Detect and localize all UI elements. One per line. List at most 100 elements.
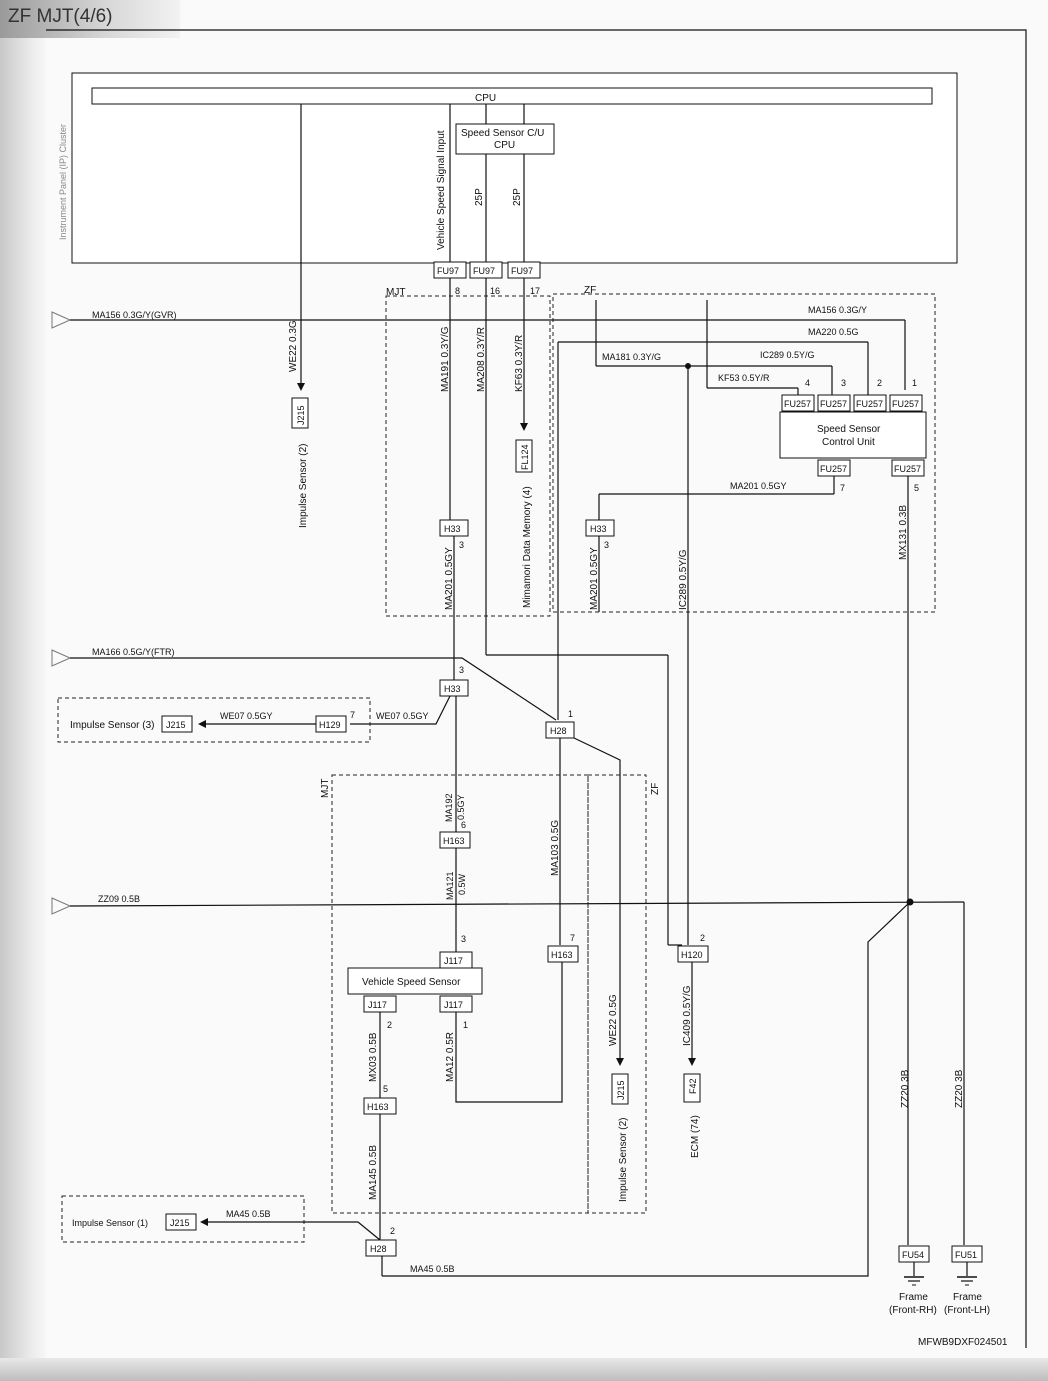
ic289-label: IC289 0.5Y/G (760, 350, 815, 360)
connector-h129 (315, 715, 347, 733)
connector-label: FU97 (511, 266, 533, 276)
impulse-sensor-3-label: Impulse Sensor (3) (70, 720, 154, 731)
connector-label: J117 (444, 956, 463, 966)
connector-h120 (677, 945, 709, 963)
pin-number: 17 (530, 286, 540, 296)
pin-25p-label: 25P (474, 188, 485, 206)
connector-label: FL124 (520, 444, 530, 470)
connector-label: J215 (170, 1218, 190, 1228)
ma208-label: MA208 0.3Y/R (476, 327, 487, 392)
connector-label: H163 (443, 836, 465, 846)
zz09-wire (69, 901, 965, 907)
connector-label: J215 (166, 720, 186, 730)
vss-label: Vehicle Speed Sensor (362, 977, 461, 988)
frame-label: Frame (953, 1292, 982, 1303)
connector-label: FU257 (856, 399, 883, 409)
connector-j215 (165, 1213, 197, 1231)
diagram-code: MFWB9DXF024501 (918, 1337, 1008, 1348)
ma201-vertical-label: MA201 0.5GY (589, 547, 600, 610)
pin-number: 2 (700, 933, 705, 943)
arrow-icon (688, 1058, 696, 1066)
we07-label: WE07 0.5GY (220, 711, 273, 721)
arrow-icon (297, 383, 305, 391)
connector-label: F42 (688, 1078, 698, 1094)
connector-j215 (161, 715, 193, 733)
impulse-sensor-1-label: Impulse Sensor (1) (72, 1218, 148, 1228)
connector-label: J117 (444, 1000, 463, 1010)
pin-number: 4 (805, 378, 810, 388)
speed-sensor-control-unit (779, 411, 927, 459)
ip-cluster-box (71, 72, 958, 264)
connector-h163 (547, 945, 579, 963)
mx03-label: MX03 0.5B (368, 1032, 379, 1082)
zz09-input-label: ZZ09 0.5B (98, 894, 140, 904)
connector-label: FU257 (784, 399, 811, 409)
connector-fu257 (817, 394, 851, 412)
ma181-label: MA181 0.3Y/G (602, 352, 661, 362)
connector-label: H33 (590, 524, 607, 534)
connector-f42 (683, 1073, 701, 1103)
zz20-label: ZZ20 3B (900, 1069, 911, 1108)
ma191-label: MA191 0.3Y/G (440, 326, 451, 392)
pin-number: 2 (877, 378, 882, 388)
zf-region (552, 293, 936, 613)
connector-arrow-icon (51, 649, 72, 667)
front-rh-label: (Front-RH) (889, 1305, 937, 1316)
mimamori-label: Mimamori Data Memory (4) (522, 486, 533, 608)
we07-label: WE07 0.5GY (376, 711, 429, 721)
connector-label: FU257 (894, 464, 921, 474)
impulse-sensor-3-region (57, 697, 371, 743)
pin-number: 16 (490, 286, 500, 296)
we22-wire (573, 737, 621, 1060)
scan-bottom-edge (0, 1358, 1048, 1381)
ma45-label: MA45 0.5B (226, 1209, 271, 1219)
pin-number: 2 (387, 1020, 392, 1030)
connector-label: FU54 (902, 1250, 924, 1260)
ma192-label: MA192 (444, 793, 454, 822)
ma45-label: MA45 0.5B (410, 1264, 455, 1274)
mx131-label: MX131 0.3B (898, 505, 909, 560)
connector-label: H33 (444, 524, 461, 534)
cpu-label: CPU (475, 93, 496, 104)
connector-label: H163 (551, 950, 573, 960)
ma45-return-wire (382, 901, 911, 1277)
connector-label: H33 (444, 684, 461, 694)
region-zf-label: ZF (584, 285, 596, 296)
connector-h163 (439, 831, 471, 849)
pin-number: 7 (350, 710, 355, 720)
connector-arrow-icon (51, 311, 72, 329)
ma166-wire (70, 657, 557, 721)
ssu-label: Control Unit (822, 437, 875, 448)
arrow-icon (616, 1058, 624, 1066)
connector-j215 (291, 397, 309, 429)
impulse-sensor-2-label: Impulse Sensor (2) (618, 1118, 629, 1202)
impulse-sensor-2-label: Impulse Sensor (2) (298, 444, 309, 528)
connector-label: H28 (550, 726, 567, 736)
connector-label: FU97 (437, 266, 459, 276)
connector-label: H163 (367, 1102, 389, 1112)
region-mjt-label: MJT (320, 779, 331, 798)
pin-number: 1 (463, 1020, 468, 1030)
ecm-label: ECM (74) (690, 1115, 701, 1158)
arrow-icon (198, 720, 206, 728)
pin-number: 3 (459, 540, 464, 550)
pin-number: 3 (461, 934, 466, 944)
we22-label: WE22 0.3G (288, 320, 299, 372)
connector-h28 (365, 1239, 397, 1257)
ma12-label: MA12 0.5R (445, 1032, 456, 1082)
pin-number: 1 (568, 709, 573, 719)
ma121-gauge-label: 0.5W (457, 873, 467, 895)
speed-sensor-cpu-label: CPU (494, 140, 515, 151)
ma220-label: MA220 0.5G (808, 327, 859, 337)
ma201-vertical-label: MA201 0.5GY (444, 547, 455, 610)
ma156-label: MA156 0.3G/Y (808, 305, 867, 315)
connector-label: H28 (370, 1244, 387, 1254)
connector-h33 (585, 519, 615, 537)
frame-label: Frame (899, 1292, 928, 1303)
pin-number: 1 (912, 378, 917, 388)
connector-label: H129 (319, 720, 341, 730)
ma201-label: MA201 0.5GY (730, 481, 787, 491)
speed-sensor-cu-cpu-box (455, 123, 555, 155)
ma145-label: MA145 0.5B (368, 1145, 379, 1200)
